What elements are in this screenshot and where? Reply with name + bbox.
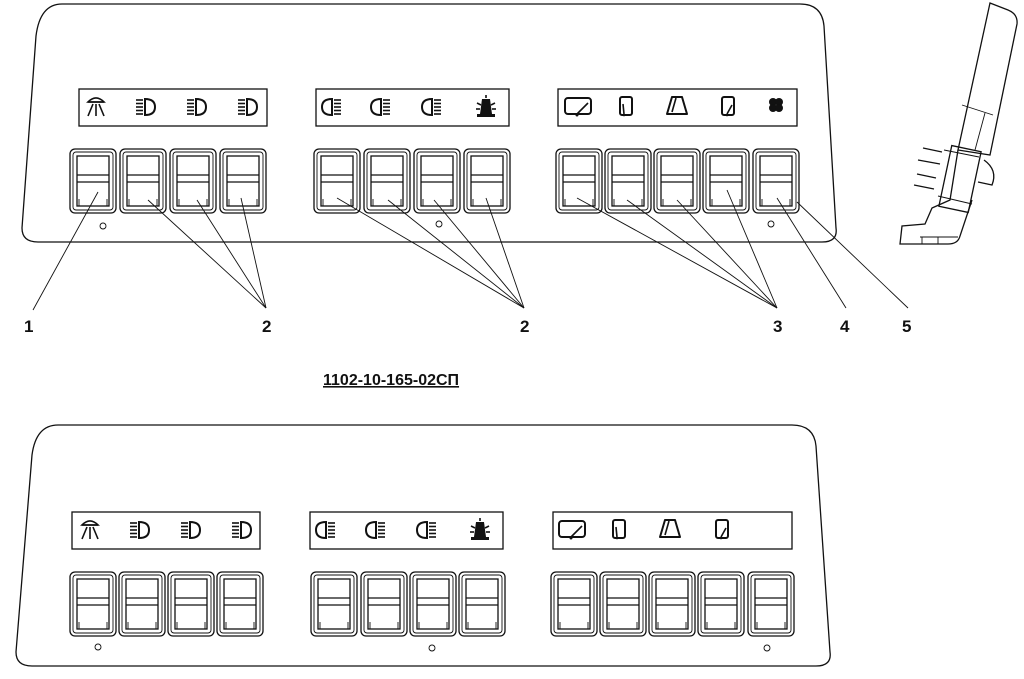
- side-view: [899, 2, 1018, 245]
- symbol-strip-1: [71, 511, 261, 550]
- rear-wiper-icon: [564, 97, 592, 118]
- callout-2: 2: [262, 317, 271, 336]
- rocker-switch-interior-light[interactable]: [69, 571, 117, 637]
- headlight-low-beam-icon: [231, 521, 252, 539]
- callouts: 1 2 2 3 4 5: [24, 317, 911, 336]
- symbol-strip-frame: [71, 511, 261, 550]
- symbol-strip-frame: [552, 511, 793, 550]
- indicator-led: [763, 644, 771, 652]
- rocker-switch-interior-light[interactable]: [69, 148, 117, 214]
- fog-light-icon: [365, 521, 386, 539]
- headlight-low-beam-icon: [129, 521, 150, 539]
- side-wiper-icon: [612, 519, 626, 541]
- callout-1: 1: [24, 317, 33, 336]
- switch-group-3: [555, 148, 800, 228]
- rocker-switch-side-wiper-2[interactable]: [697, 571, 745, 637]
- front-wiper-icon: [659, 519, 681, 538]
- headlight-low-beam-icon: [186, 98, 207, 116]
- switch-group-1: [69, 571, 264, 651]
- rocker-switch-side-wiper-1[interactable]: [604, 148, 652, 214]
- rocker-switch-fog-3[interactable]: [409, 571, 457, 637]
- symbol-strip-frame: [78, 88, 268, 127]
- callout-3: 3: [773, 317, 782, 336]
- symbol-strip-frame: [557, 88, 798, 127]
- fog-light-icon: [321, 98, 342, 116]
- rocker-switch-beacon[interactable]: [458, 571, 506, 637]
- beacon-icon: [475, 94, 497, 118]
- indicator-led: [428, 644, 436, 652]
- rocker-switch-fog-2[interactable]: [360, 571, 408, 637]
- headlight-low-beam-icon: [237, 98, 258, 116]
- rocker-switch-spare[interactable]: [747, 571, 795, 637]
- panel-bottom-outline: [15, 424, 831, 667]
- rocker-switch-front-wiper[interactable]: [653, 148, 701, 214]
- fog-light-icon: [416, 521, 437, 539]
- rocker-switch-fog-1[interactable]: [313, 148, 361, 214]
- interior-light-icon: [81, 520, 99, 540]
- indicator-led: [435, 220, 443, 228]
- side-wiper-icon: [721, 96, 735, 118]
- indicator-led: [767, 220, 775, 228]
- rocker-switch-front-wiper[interactable]: [648, 571, 696, 637]
- rocker-switch-fan[interactable]: [752, 148, 800, 214]
- callout-5: 5: [902, 317, 911, 336]
- symbol-strip-frame: [315, 88, 510, 127]
- rocker-switch-side-wiper-1[interactable]: [599, 571, 647, 637]
- fog-light-icon: [421, 98, 442, 116]
- symbol-strip-3: [552, 511, 793, 550]
- symbol-strip-2: [309, 511, 504, 550]
- drawing-title: 1102-10-165-02СП: [323, 372, 459, 389]
- switch-group-2: [310, 571, 506, 652]
- fog-light-icon: [370, 98, 391, 116]
- symbol-strip-frame: [309, 511, 504, 550]
- fog-light-icon: [315, 521, 336, 539]
- rocker-switch-rear-wiper[interactable]: [555, 148, 603, 214]
- headlight-low-beam-icon: [180, 521, 201, 539]
- side-wiper-icon: [715, 519, 729, 541]
- switch-group-2: [313, 148, 511, 228]
- rocker-switch-fog-1[interactable]: [310, 571, 358, 637]
- switch-group-3: [550, 571, 795, 652]
- rocker-switch-side-wiper-2[interactable]: [702, 148, 750, 214]
- rocker-switch-fog-2[interactable]: [363, 148, 411, 214]
- callout-4: 4: [840, 317, 850, 336]
- panel-top: [21, 3, 837, 243]
- panel-top-outline: [21, 3, 837, 243]
- rocker-switch-rear-wiper[interactable]: [550, 571, 598, 637]
- side-wiper-icon: [619, 96, 633, 118]
- rocker-switch-beacon[interactable]: [463, 148, 511, 214]
- leader-lines: [32, 189, 909, 311]
- beacon-icon: [469, 517, 491, 541]
- headlight-low-beam-icon: [135, 98, 156, 116]
- symbol-strip-3: [557, 88, 798, 127]
- rear-wiper-icon: [558, 520, 586, 541]
- rocker-switch-low-beam-3[interactable]: [219, 148, 267, 214]
- indicator-led: [94, 643, 102, 651]
- rocker-switch-low-beam-3[interactable]: [216, 571, 264, 637]
- panel-bottom: [15, 424, 831, 667]
- fan-icon: [769, 98, 783, 112]
- callout-2b: 2: [520, 317, 529, 336]
- rocker-switch-low-beam-1[interactable]: [118, 571, 166, 637]
- front-wiper-icon: [666, 96, 688, 115]
- rocker-switch-low-beam-1[interactable]: [119, 148, 167, 214]
- indicator-led: [99, 222, 107, 230]
- switch-group-1: [69, 148, 267, 230]
- symbol-strip-2: [315, 88, 510, 127]
- interior-light-icon: [87, 97, 105, 117]
- symbol-strip-1: [78, 88, 268, 127]
- rocker-switch-low-beam-2[interactable]: [169, 148, 217, 214]
- rocker-switch-low-beam-2[interactable]: [167, 571, 215, 637]
